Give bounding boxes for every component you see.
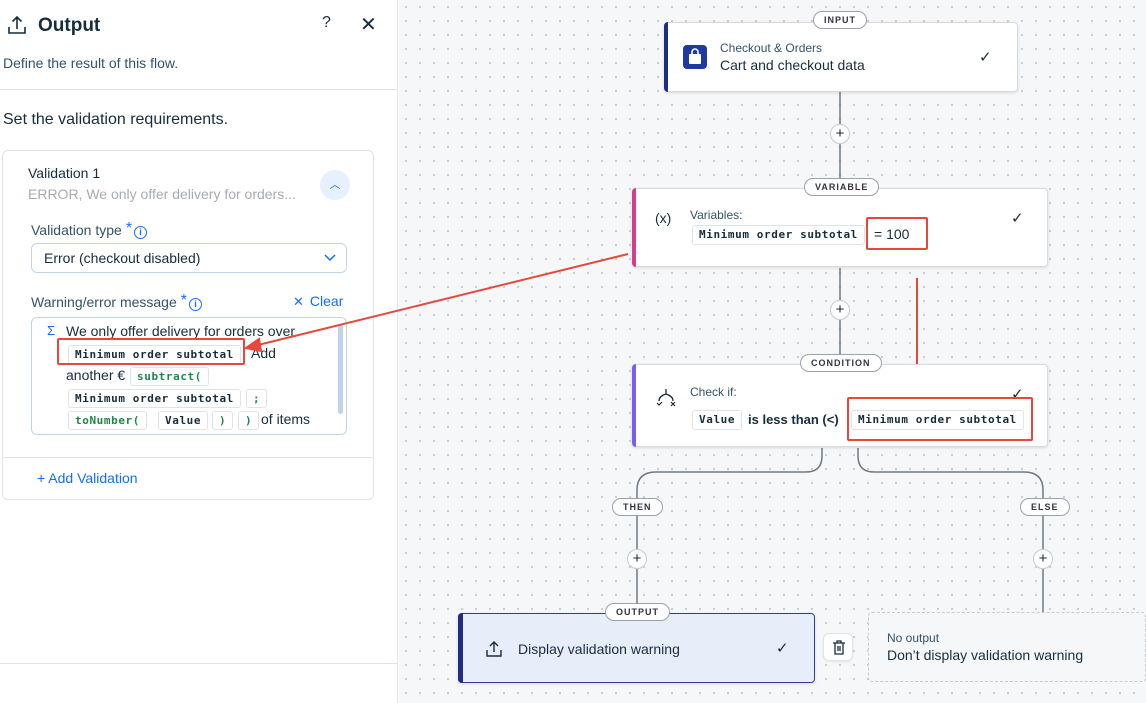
no-output-title: Don’t display validation warning: [887, 647, 1084, 663]
plus-icon: +: [1038, 550, 1048, 567]
collapse-button[interactable]: ︿: [320, 170, 350, 200]
highlight-box: [57, 338, 245, 365]
plus-icon: +: [835, 125, 845, 142]
chip-value[interactable]: Value: [692, 410, 743, 430]
branch-icon: [656, 389, 676, 407]
upload-icon: [486, 641, 502, 657]
message-text: of items: [261, 411, 311, 427]
panel-subtitle: Define the result of this flow.: [3, 55, 179, 71]
message-label: Warning/error message*i: [31, 292, 202, 311]
highlight-box: [866, 217, 928, 250]
clear-button[interactable]: ✕ Clear: [293, 293, 343, 310]
no-output-subtitle: No output: [887, 631, 940, 645]
input-tag: INPUT: [813, 11, 867, 29]
variable-label: Variables:: [690, 208, 743, 222]
panel-title: Output: [38, 15, 101, 36]
panel-header: Output ? ✕ Define the result of this flo…: [0, 0, 398, 90]
condition-label: Check if:: [690, 385, 737, 399]
output-tag: OUTPUT: [605, 603, 670, 621]
no-output-node[interactable]: No output Don’t display validation warni…: [868, 612, 1146, 682]
highlight-box: [847, 397, 1033, 441]
message-text: We only offer delivery for orders over: [66, 323, 296, 339]
validation-summary: ERROR, We only offer delivery for orders…: [28, 186, 296, 202]
check-icon: ✓: [776, 640, 789, 657]
else-tag: ELSE: [1020, 498, 1070, 516]
variable-icon: (x): [655, 210, 672, 226]
trash-icon: [833, 640, 845, 655]
flow-canvas[interactable]: [399, 0, 1146, 703]
message-text: Add: [251, 345, 276, 361]
close-icon[interactable]: ✕: [360, 14, 377, 36]
condition-operator: is less than (<): [748, 412, 839, 427]
upload-icon: [8, 15, 26, 34]
input-node[interactable]: Checkout & Orders Cart and checkout data…: [664, 22, 1018, 92]
section-heading: Set the validation requirements.: [3, 111, 229, 128]
check-icon: ✓: [979, 49, 992, 66]
plus-icon: +: [835, 301, 845, 318]
output-panel: Output ? ✕ Define the result of this flo…: [0, 0, 398, 703]
condition-tag: CONDITION: [800, 354, 882, 372]
help-icon[interactable]: ?: [322, 14, 331, 31]
message-label-text: Warning/error message: [31, 294, 177, 310]
delete-button[interactable]: [823, 633, 853, 661]
sigma-icon[interactable]: Σ: [47, 323, 56, 338]
required-star: *: [125, 220, 133, 237]
add-validation-button[interactable]: + Add Validation: [37, 470, 138, 486]
add-step-button[interactable]: +: [627, 549, 647, 569]
validation-title: Validation 1: [28, 165, 101, 181]
node-accent-bar: [664, 22, 668, 92]
info-icon[interactable]: i: [189, 298, 202, 311]
fn-to-number[interactable]: toNumber(: [68, 411, 148, 430]
variable-value: = 100: [874, 226, 910, 242]
condition-node[interactable]: Check if: Value is less than (<) Minimum…: [632, 364, 1048, 447]
node-accent-bar: [458, 613, 463, 683]
message-editor[interactable]: Σ We only offer delivery for orders over…: [31, 317, 347, 435]
fn-close-paren[interactable]: ): [238, 411, 260, 430]
close-icon: ✕: [293, 294, 304, 309]
add-step-button[interactable]: +: [830, 124, 850, 144]
validation-card: Validation 1 ERROR, We only offer delive…: [2, 150, 374, 500]
fn-subtract[interactable]: subtract(: [130, 367, 210, 386]
divider: [0, 663, 398, 664]
shopping-bag-icon: [683, 45, 707, 69]
input-title: Cart and checkout data: [720, 57, 865, 73]
validation-type-label: Validation type*i: [31, 220, 148, 239]
validation-type-label-text: Validation type: [31, 222, 122, 238]
divider: [3, 457, 373, 458]
scrollbar[interactable]: [338, 324, 343, 414]
chevron-down-icon: [324, 254, 336, 262]
fn-close-paren[interactable]: ): [212, 411, 234, 430]
fn-separator[interactable]: ;: [246, 389, 268, 408]
check-icon: ✓: [1011, 210, 1024, 227]
then-tag: THEN: [612, 498, 663, 516]
chip-minimum-order-subtotal[interactable]: Minimum order subtotal: [851, 410, 1024, 430]
output-title: Display validation warning: [518, 641, 680, 657]
add-step-button[interactable]: +: [830, 300, 850, 320]
chip-minimum-order-subtotal[interactable]: Minimum order subtotal: [68, 389, 241, 408]
chevron-up-icon: ︿: [329, 179, 341, 191]
node-accent-bar: [632, 188, 636, 267]
validation-type-select[interactable]: Error (checkout disabled): [31, 243, 347, 273]
chip-minimum-order-subtotal[interactable]: Minimum order subtotal: [692, 225, 865, 245]
input-subtitle: Checkout & Orders: [720, 41, 823, 55]
plus-icon: +: [632, 550, 642, 567]
chip-value[interactable]: Value: [158, 411, 209, 430]
variable-node[interactable]: (x) Variables: Minimum order subtotal = …: [632, 188, 1048, 267]
validation-type-value: Error (checkout disabled): [44, 250, 201, 266]
clear-label: Clear: [309, 293, 344, 309]
variable-tag: VARIABLE: [804, 178, 880, 196]
output-node[interactable]: Display validation warning ✓: [458, 613, 815, 683]
required-star: *: [180, 292, 187, 309]
info-icon[interactable]: i: [134, 226, 148, 239]
add-step-button[interactable]: +: [1033, 549, 1053, 569]
node-accent-bar: [632, 364, 636, 447]
message-text: another €: [66, 367, 126, 383]
